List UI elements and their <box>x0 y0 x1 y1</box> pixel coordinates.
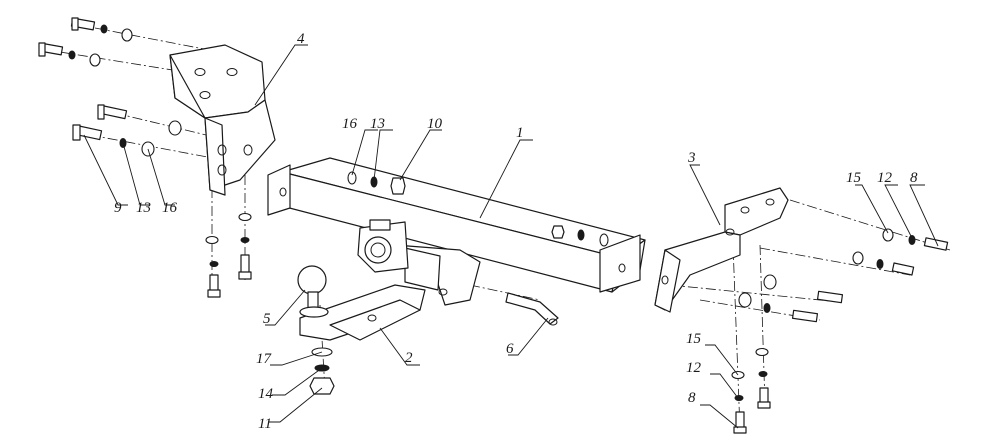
label-part-16-left: 16 <box>162 200 178 216</box>
right-mounting-bracket <box>654 187 789 313</box>
tow-ball <box>297 265 329 318</box>
label-part-5: 5 <box>263 311 271 327</box>
locking-pin <box>505 292 559 326</box>
right-side-bolts <box>738 228 949 323</box>
label-part-17: 17 <box>256 351 273 367</box>
label-part-4: 4 <box>297 31 305 47</box>
label-part-9: 9 <box>114 200 122 216</box>
label-part-1: 1 <box>516 125 524 141</box>
label-part-3: 3 <box>687 150 696 166</box>
label-part-13-left: 13 <box>136 200 151 216</box>
left-bottom-fasteners <box>205 212 252 298</box>
right-bottom-fasteners <box>731 347 771 434</box>
label-part-14: 14 <box>258 386 274 402</box>
label-part-11: 11 <box>258 416 272 432</box>
label-part-2: 2 <box>405 350 413 366</box>
beam-fasteners <box>347 171 609 247</box>
label-part-12-bottom: 12 <box>686 360 702 376</box>
label-part-16-top: 16 <box>342 116 358 132</box>
left-side-bolts <box>72 104 182 157</box>
label-part-12-right: 12 <box>877 170 893 186</box>
part-labels: 1 2 3 4 5 6 8 8 9 10 11 12 12 13 13 14 1… <box>114 31 918 432</box>
label-part-8-bottom: 8 <box>688 390 696 406</box>
label-part-15-right: 15 <box>846 170 862 186</box>
label-part-13-top: 13 <box>370 116 385 132</box>
ball-mount-bar <box>299 284 426 341</box>
label-part-10: 10 <box>427 116 443 132</box>
label-part-6: 6 <box>506 341 514 357</box>
hitch-receiver <box>357 219 481 306</box>
label-part-15-bottom: 15 <box>686 331 702 347</box>
label-part-8-right: 8 <box>910 170 918 186</box>
left-top-bolts <box>38 17 133 67</box>
leader-lines <box>83 44 939 429</box>
left-mounting-bracket <box>169 44 276 196</box>
